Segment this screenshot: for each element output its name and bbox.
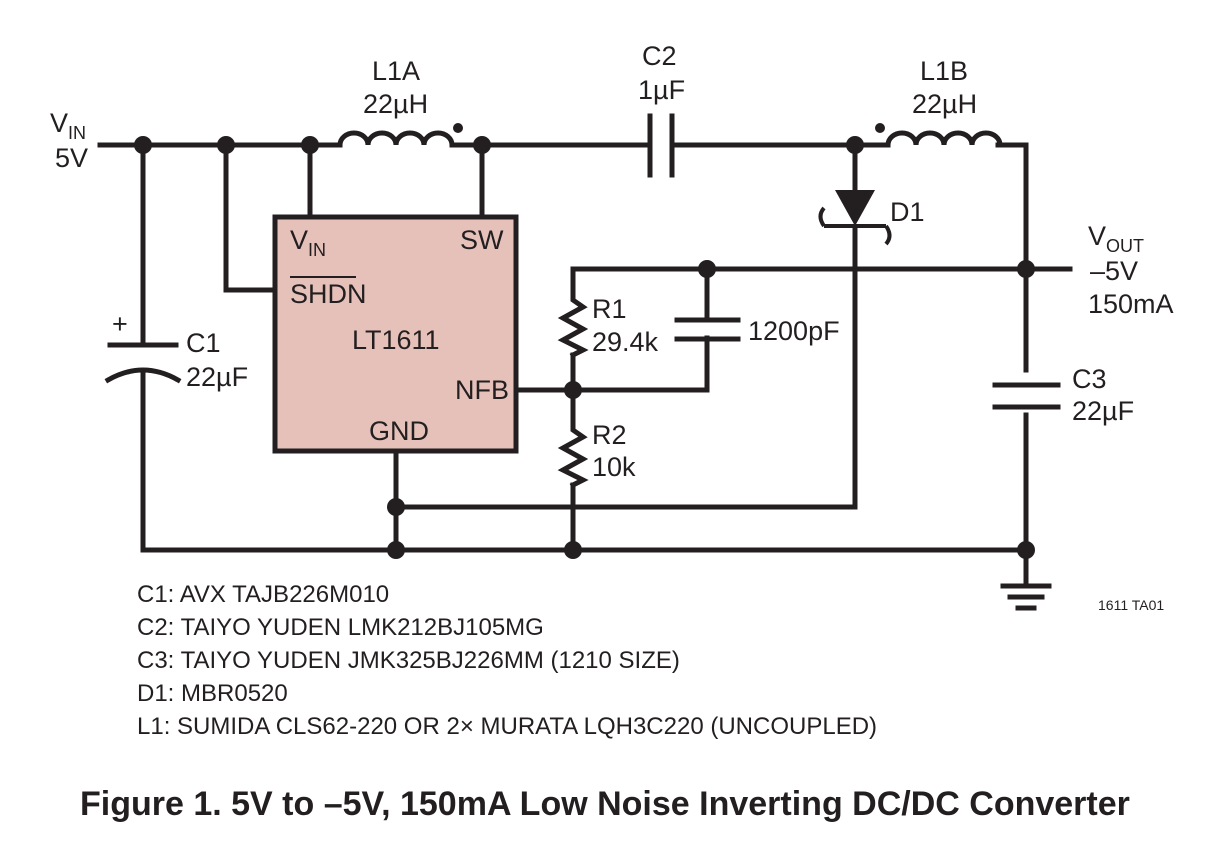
bom-line: D1: MBR0520 xyxy=(137,680,288,707)
wires xyxy=(97,142,1073,588)
ic-name: LT1611 xyxy=(352,325,440,355)
ground-symbol xyxy=(1000,583,1052,611)
l1b-polarity-dot xyxy=(875,123,885,133)
inductor-l1b xyxy=(875,123,1003,148)
vin-label: VIN xyxy=(50,108,86,143)
r2-name: R2 xyxy=(592,420,627,450)
c3-value: 22µF xyxy=(1072,396,1134,426)
r1-value: 29.4k xyxy=(592,327,659,357)
cff-value: 1200pF xyxy=(748,316,840,346)
c2-value: 1µF xyxy=(638,75,685,105)
r2-value: 10k xyxy=(592,452,636,482)
capacitor-c3 xyxy=(992,382,1061,410)
ic-body xyxy=(272,214,519,454)
c1-name: C1 xyxy=(186,328,221,358)
resistor-r1 xyxy=(557,292,589,359)
vout-value: –5V xyxy=(1090,256,1138,286)
diode-d1 xyxy=(818,190,892,246)
ic-pin-sw: SW xyxy=(460,225,504,255)
vout-current: 150mA xyxy=(1088,289,1174,319)
ic-pin-shdn: SHDN xyxy=(290,279,367,309)
capacitor-cff xyxy=(674,317,741,342)
l1b-name: L1B xyxy=(920,56,968,86)
l1a-value: 22µH xyxy=(363,89,428,119)
l1a-polarity-dot xyxy=(453,123,463,133)
capacitor-c1 xyxy=(104,342,182,384)
vin-value: 5V xyxy=(55,143,88,173)
bom-line: C2: TAIYO YUDEN LMK212BJ105MG xyxy=(137,614,544,641)
drawing-id: 1611 TA01 xyxy=(1098,597,1164,613)
l1a-name: L1A xyxy=(372,56,420,86)
ic-pin-vin: VIN xyxy=(290,225,326,260)
inductor-l1a xyxy=(337,123,463,148)
d1-name: D1 xyxy=(890,197,925,227)
c1-polarity: + xyxy=(112,309,128,339)
l1b-value: 22µH xyxy=(912,89,977,119)
bom-notes: C1: AVX TAJB226M010 C2: TAIYO YUDEN LMK2… xyxy=(137,581,877,740)
c1-value: 22µF xyxy=(186,362,248,392)
c3-name: C3 xyxy=(1072,364,1107,394)
bom-line: C3: TAIYO YUDEN JMK325BJ226MM (1210 SIZE… xyxy=(137,647,680,674)
figure-caption: Figure 1. 5V to –5V, 150mA Low Noise Inv… xyxy=(80,785,1130,823)
junctions xyxy=(134,136,1035,559)
resistor-r2 xyxy=(557,422,589,489)
ic-pin-gnd: GND xyxy=(369,416,429,446)
vout-label: VOUT xyxy=(1088,221,1144,256)
capacitor-c2 xyxy=(647,113,675,178)
bom-line: C1: AVX TAJB226M010 xyxy=(137,581,389,608)
r1-name: R1 xyxy=(592,294,627,324)
bom-line: L1: SUMIDA CLS62-220 OR 2× MURATA LQH3C2… xyxy=(137,713,877,740)
ic-pin-nfb: NFB xyxy=(455,375,509,405)
c2-name: C2 xyxy=(642,41,677,71)
